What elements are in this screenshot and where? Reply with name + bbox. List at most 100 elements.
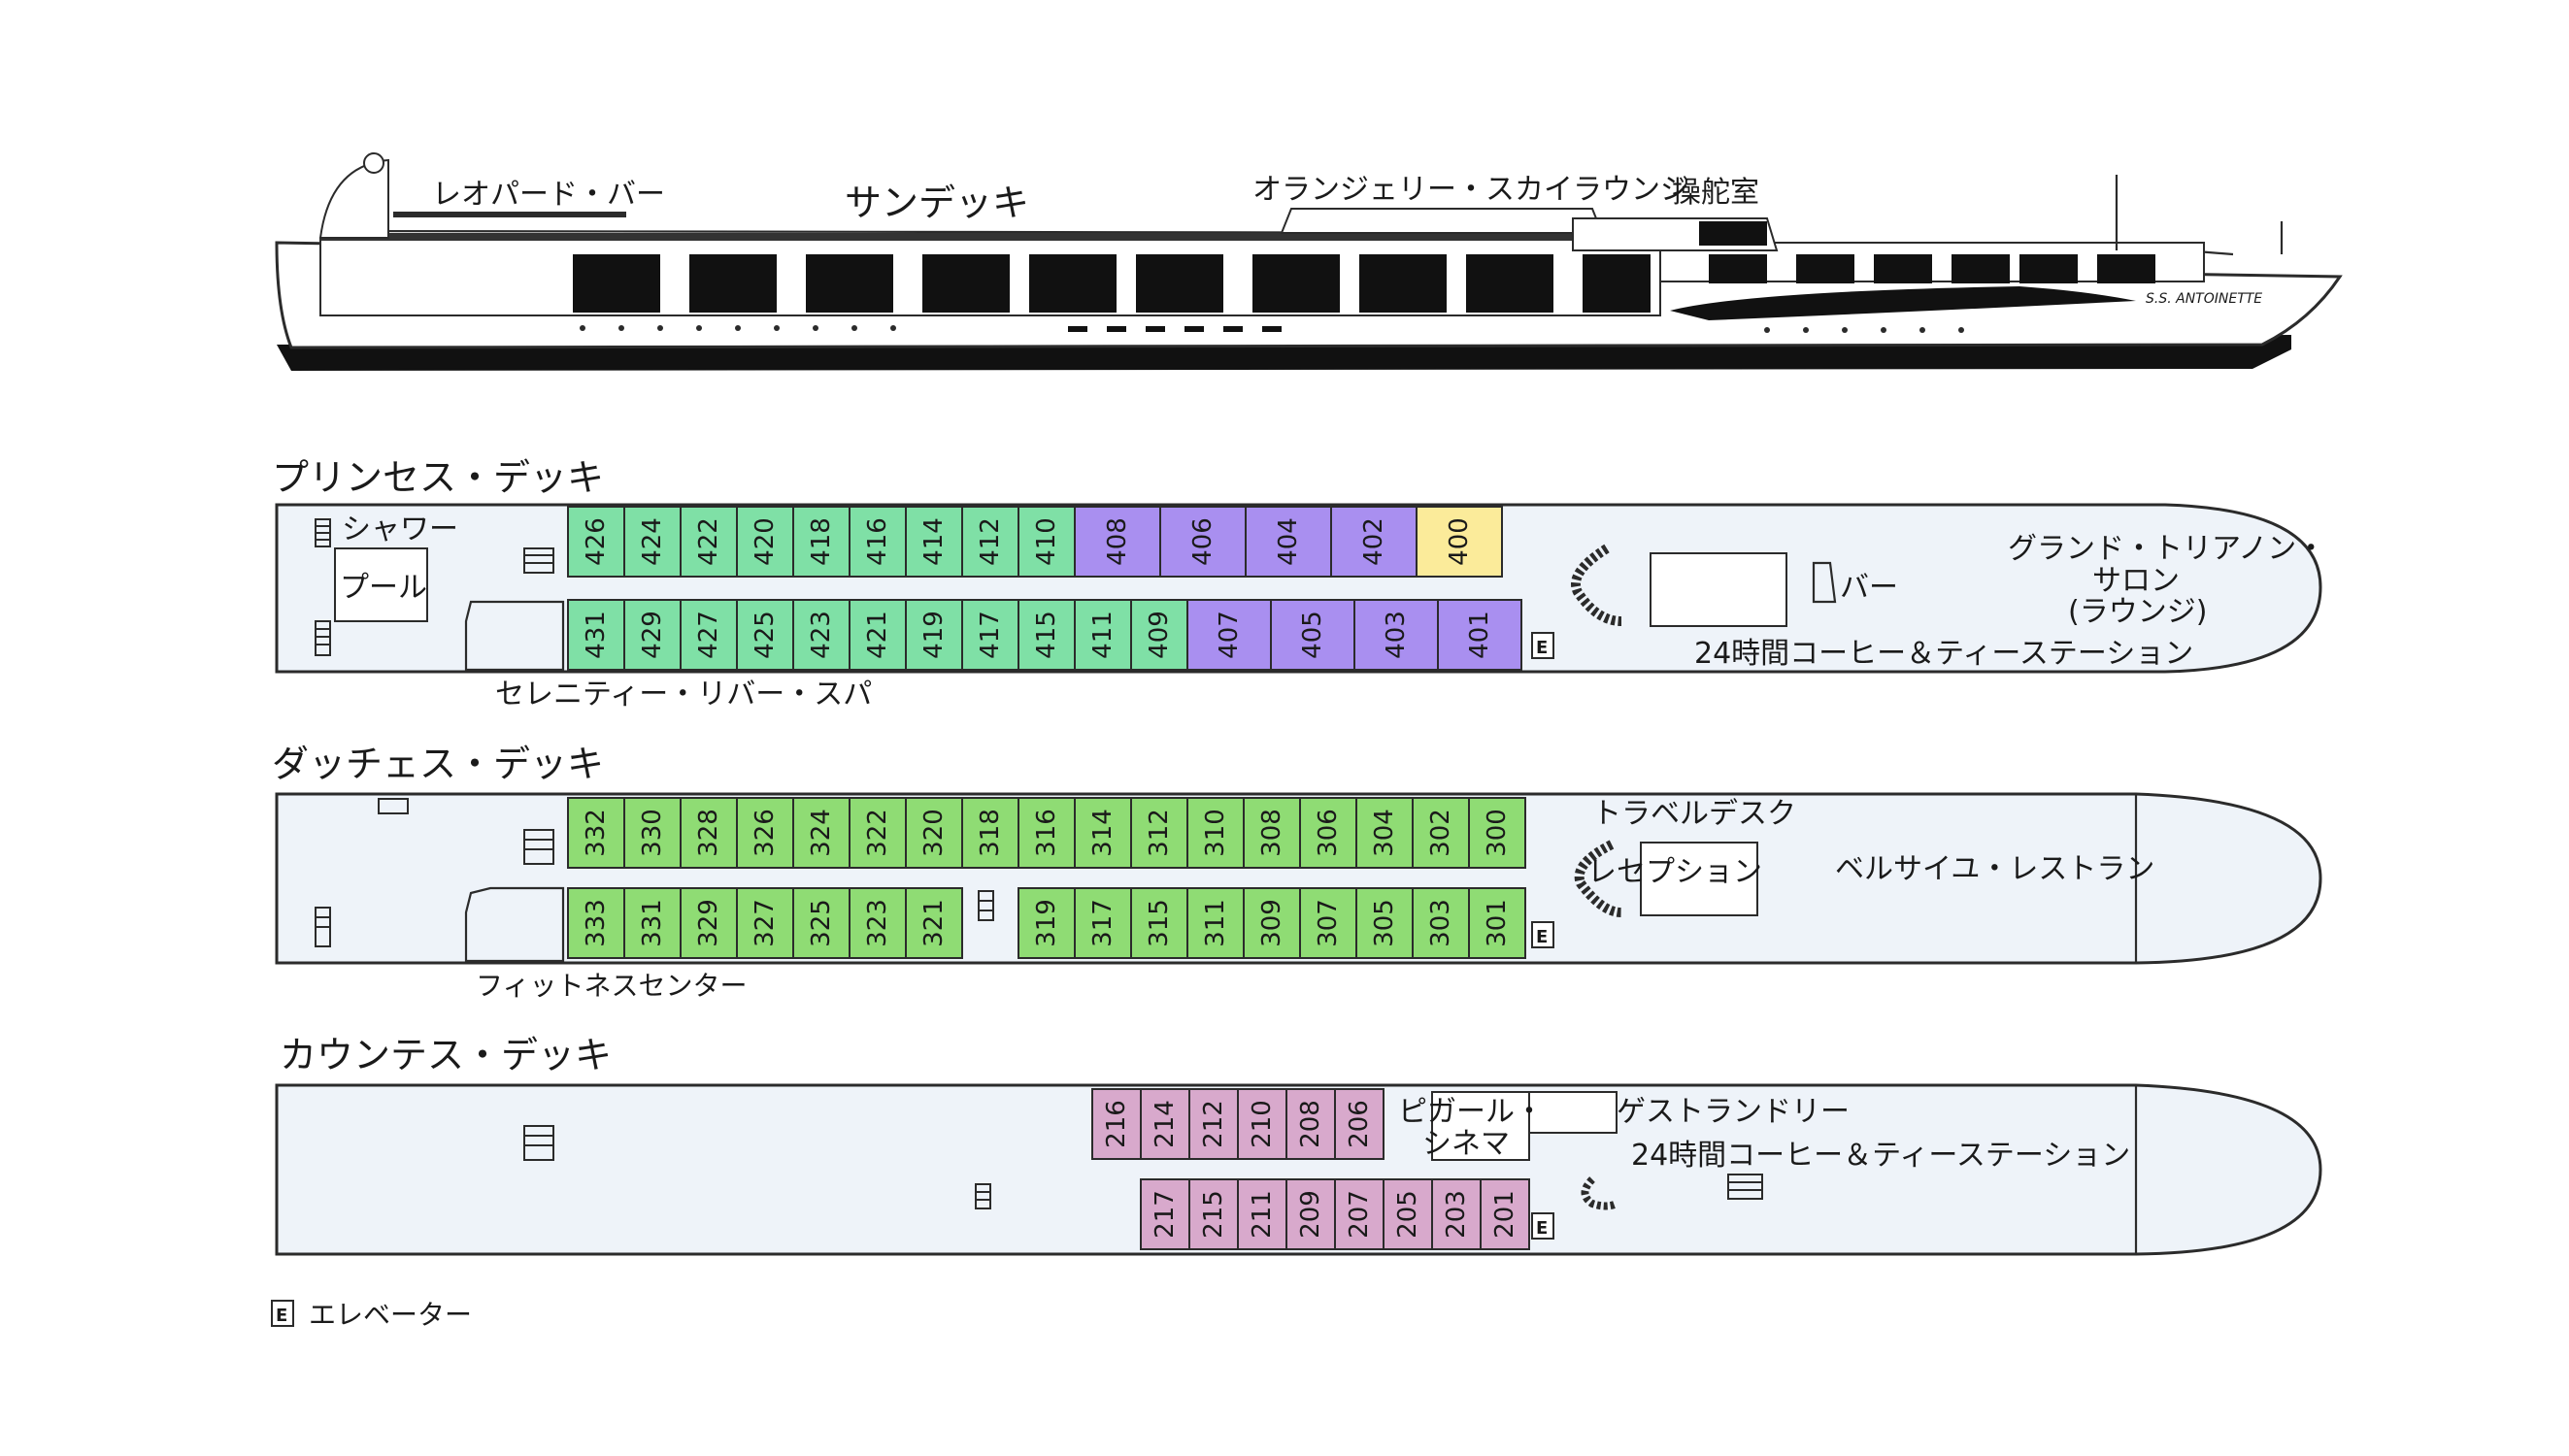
cabin-315[interactable]: 315 <box>1130 887 1188 959</box>
cabin-number: 201 <box>1490 1190 1519 1239</box>
cabin-316[interactable]: 316 <box>1018 797 1076 869</box>
cabin-429[interactable]: 429 <box>623 599 682 671</box>
cabin-box <box>1237 1178 1287 1250</box>
cabin-214[interactable]: 214 <box>1140 1088 1190 1160</box>
elevator-icon-letter: E <box>1536 638 1548 658</box>
cabin-326[interactable]: 326 <box>736 797 794 869</box>
cabin-310[interactable]: 310 <box>1186 797 1245 869</box>
cabin-319[interactable]: 319 <box>1018 887 1076 959</box>
cabin-407[interactable]: 407 <box>1186 599 1272 671</box>
cabin-308[interactable]: 308 <box>1243 797 1301 869</box>
cabin-307[interactable]: 307 <box>1299 887 1357 959</box>
cabin-number: 319 <box>1032 899 1061 947</box>
cabin-427[interactable]: 427 <box>680 599 738 671</box>
cabin-410[interactable]: 410 <box>1018 506 1076 578</box>
cabin-201[interactable]: 201 <box>1480 1178 1530 1250</box>
elevator-icon <box>1531 632 1554 659</box>
cabin-418[interactable]: 418 <box>792 506 851 578</box>
cabin-312[interactable]: 312 <box>1130 797 1188 869</box>
cabin-box <box>1285 1088 1336 1160</box>
cabin-314[interactable]: 314 <box>1074 797 1132 869</box>
staircase-icon <box>1571 544 1622 626</box>
cabin-217[interactable]: 217 <box>1140 1178 1190 1250</box>
cabin-303[interactable]: 303 <box>1412 887 1470 959</box>
elevator-legend-letter: E <box>276 1306 287 1326</box>
cabin-box <box>1074 797 1132 869</box>
cabin-426[interactable]: 426 <box>567 506 625 578</box>
cabin-420[interactable]: 420 <box>736 506 794 578</box>
cabin-210[interactable]: 210 <box>1237 1088 1287 1160</box>
cabin-211[interactable]: 211 <box>1237 1178 1287 1250</box>
cabin-203[interactable]: 203 <box>1431 1178 1482 1250</box>
cabin-412[interactable]: 412 <box>961 506 1019 578</box>
cabin-328[interactable]: 328 <box>680 797 738 869</box>
cabin-325[interactable]: 325 <box>792 887 851 959</box>
cabin-216[interactable]: 216 <box>1091 1088 1142 1160</box>
cabin-405[interactable]: 405 <box>1270 599 1355 671</box>
cabin-box <box>849 506 907 578</box>
cabin-406[interactable]: 406 <box>1159 506 1247 578</box>
cabin-317[interactable]: 317 <box>1074 887 1132 959</box>
cabin-306[interactable]: 306 <box>1299 797 1357 869</box>
cabin-box <box>849 599 907 671</box>
cabin-318[interactable]: 318 <box>961 797 1019 869</box>
cabin-box <box>1245 506 1332 578</box>
cabin-212[interactable]: 212 <box>1188 1088 1239 1160</box>
cabin-311[interactable]: 311 <box>1186 887 1245 959</box>
cabin-300[interactable]: 300 <box>1468 797 1526 869</box>
cabin-403[interactable]: 403 <box>1353 599 1439 671</box>
cabin-206[interactable]: 206 <box>1334 1088 1385 1160</box>
cabin-number: 324 <box>807 809 836 857</box>
cabin-207[interactable]: 207 <box>1334 1178 1385 1250</box>
cabin-321[interactable]: 321 <box>905 887 963 959</box>
cabin-416[interactable]: 416 <box>849 506 907 578</box>
cabin-333[interactable]: 333 <box>567 887 625 959</box>
cabin-331[interactable]: 331 <box>623 887 682 959</box>
cabin-411[interactable]: 411 <box>1074 599 1132 671</box>
cabin-320[interactable]: 320 <box>905 797 963 869</box>
cabin-431[interactable]: 431 <box>567 599 625 671</box>
cabin-408[interactable]: 408 <box>1074 506 1161 578</box>
cabin-424[interactable]: 424 <box>623 506 682 578</box>
cabin-215[interactable]: 215 <box>1188 1178 1239 1250</box>
cabin-number: 321 <box>919 899 949 947</box>
cabin-400[interactable]: 400 <box>1416 506 1503 578</box>
cabin-327[interactable]: 327 <box>736 887 794 959</box>
cabin-323[interactable]: 323 <box>849 887 907 959</box>
cabin-332[interactable]: 332 <box>567 797 625 869</box>
cabin-305[interactable]: 305 <box>1355 887 1414 959</box>
cabin-208[interactable]: 208 <box>1285 1088 1336 1160</box>
cabin-box <box>1431 1178 1482 1250</box>
cabin-422[interactable]: 422 <box>680 506 738 578</box>
cabin-number: 425 <box>751 611 780 659</box>
cabin-409[interactable]: 409 <box>1130 599 1188 671</box>
cabin-329[interactable]: 329 <box>680 887 738 959</box>
cabin-209[interactable]: 209 <box>1285 1178 1336 1250</box>
princess-deck-title: プリンセス・デッキ <box>272 456 604 499</box>
cabin-404[interactable]: 404 <box>1245 506 1332 578</box>
cabin-205[interactable]: 205 <box>1383 1178 1433 1250</box>
cabin-423[interactable]: 423 <box>792 599 851 671</box>
cabin-415[interactable]: 415 <box>1018 599 1076 671</box>
cabin-401[interactable]: 401 <box>1437 599 1522 671</box>
cabin-324[interactable]: 324 <box>792 797 851 869</box>
reception-desk <box>1640 842 1758 916</box>
cabin-425[interactable]: 425 <box>736 599 794 671</box>
cabin-number: 304 <box>1370 809 1399 857</box>
cabin-402[interactable]: 402 <box>1330 506 1418 578</box>
cabin-419[interactable]: 419 <box>905 599 963 671</box>
cabin-304[interactable]: 304 <box>1355 797 1414 869</box>
cabin-330[interactable]: 330 <box>623 797 682 869</box>
cabin-302[interactable]: 302 <box>1412 797 1470 869</box>
cabin-417[interactable]: 417 <box>961 599 1019 671</box>
cabin-322[interactable]: 322 <box>849 797 907 869</box>
cabin-301[interactable]: 301 <box>1468 887 1526 959</box>
countess-deck-title: カウンテス・デッキ <box>280 1034 612 1076</box>
cabin-414[interactable]: 414 <box>905 506 963 578</box>
salon-label-2: サロン <box>2092 564 2180 598</box>
cabin-309[interactable]: 309 <box>1243 887 1301 959</box>
cabin-421[interactable]: 421 <box>849 599 907 671</box>
